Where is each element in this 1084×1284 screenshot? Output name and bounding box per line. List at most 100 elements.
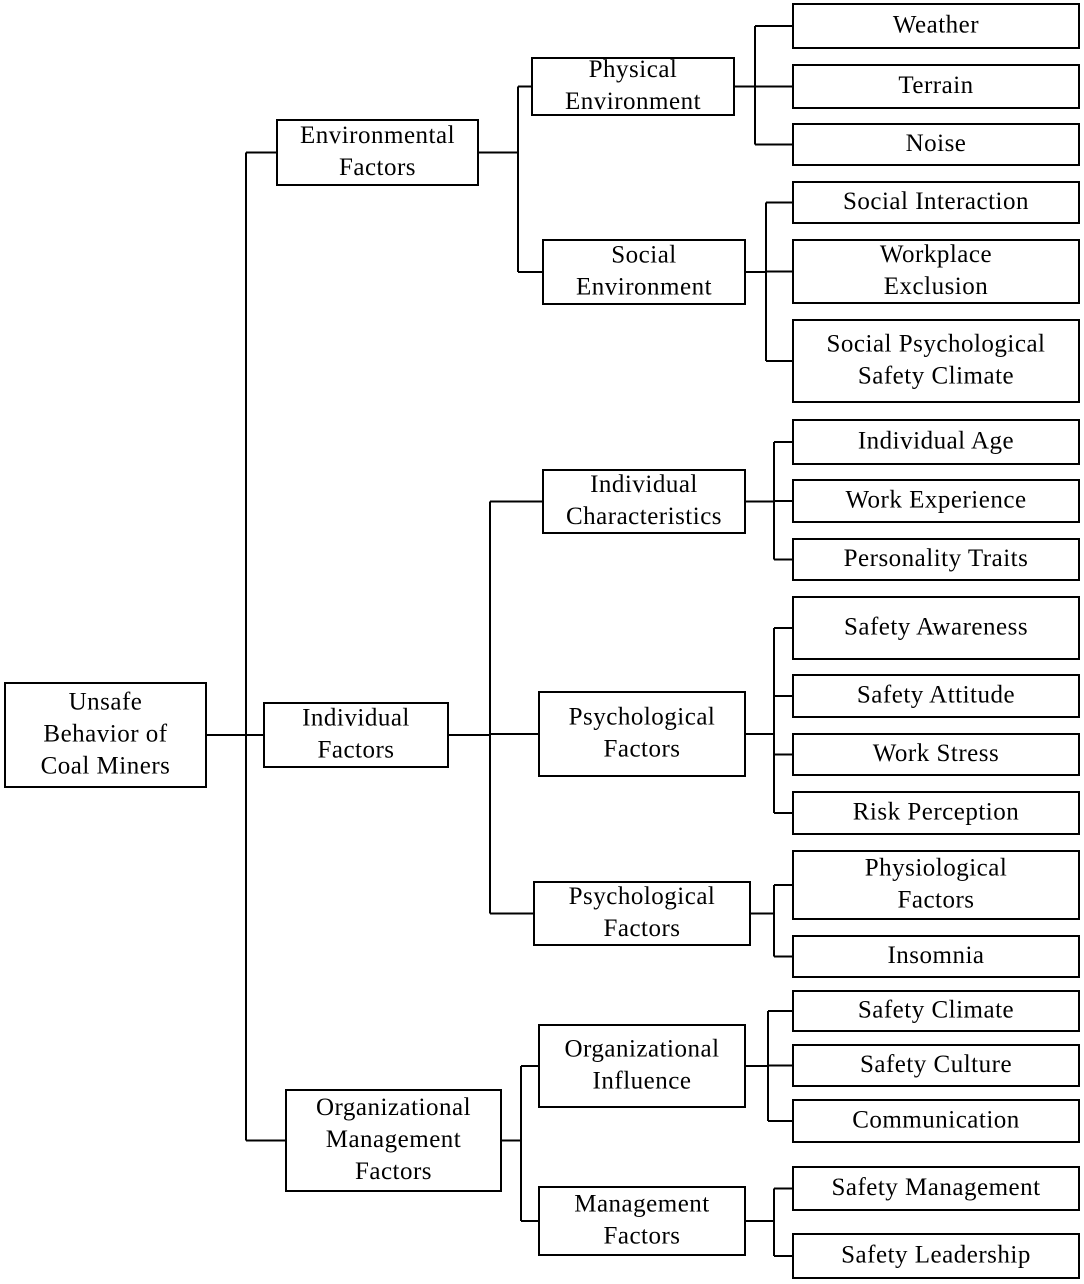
node-label: Risk Perception	[853, 799, 1020, 826]
node-box	[792, 850, 1080, 920]
node-label: Safety Leadership	[841, 1242, 1031, 1269]
node-box	[792, 596, 1080, 660]
node-box	[792, 935, 1080, 978]
node-box	[792, 479, 1080, 523]
node-label: Organizational	[564, 1036, 719, 1063]
node-label: Safety Attitude	[857, 682, 1015, 709]
node-label: Social Interaction	[843, 188, 1029, 215]
node-label: Individual Age	[858, 428, 1014, 455]
node-work-exp: Work Experience	[792, 479, 1080, 523]
node-box	[792, 239, 1080, 304]
node-saf-att: Safety Attitude	[792, 674, 1080, 718]
connectors	[206, 25, 793, 1257]
node-box	[533, 881, 751, 946]
node-ind-age: Individual Age	[792, 419, 1080, 465]
node-box	[4, 682, 207, 788]
node-label: Communication	[852, 1107, 1020, 1134]
node-label: Characteristics	[566, 503, 722, 530]
node-label: Environment	[576, 274, 712, 301]
node-label: Work Stress	[873, 740, 999, 767]
node-box	[792, 1233, 1080, 1279]
node-label: Management	[326, 1126, 462, 1153]
node-box	[538, 1024, 746, 1108]
node-label: Workplace	[880, 241, 992, 268]
node-label: Social Psychological	[827, 331, 1046, 358]
node-saf-clim: Safety Climate	[792, 990, 1080, 1032]
node-label: Terrain	[898, 72, 973, 99]
node-box	[792, 990, 1080, 1032]
node-box	[276, 119, 479, 186]
node-box	[792, 319, 1080, 403]
node-box	[792, 1099, 1080, 1143]
node-label: Safety Awareness	[844, 614, 1028, 641]
node-saf-aware: Safety Awareness	[792, 596, 1080, 660]
node-box	[263, 702, 449, 768]
node-box	[792, 538, 1080, 581]
node-label: Individual	[302, 705, 410, 732]
node-noise: Noise	[792, 123, 1080, 166]
node-label: Social	[611, 242, 677, 269]
node-box	[792, 3, 1080, 49]
node-box	[531, 57, 735, 116]
connector-psy2	[750, 884, 793, 958]
connector-soc-env	[745, 201, 793, 362]
node-label: Environmental	[300, 122, 455, 149]
node-label: Safety Culture	[860, 1051, 1012, 1078]
node-label: Factors	[897, 887, 974, 914]
node-label: Influence	[593, 1068, 692, 1095]
node-label: Individual	[590, 471, 698, 498]
node-label: Factors	[603, 915, 680, 942]
connector-phys-env	[734, 25, 793, 146]
node-box	[792, 674, 1080, 718]
node-box	[538, 691, 746, 777]
node-terrain: Terrain	[792, 64, 1080, 109]
node-label: Noise	[906, 130, 967, 157]
node-label: Safety Climate	[858, 363, 1014, 390]
node-label: Psychological	[569, 883, 716, 910]
node-label: Factors	[317, 737, 394, 764]
connector-ind-char	[745, 441, 793, 561]
node-label: Safety Climate	[858, 997, 1014, 1024]
connector-root	[206, 151, 286, 1142]
node-box	[792, 64, 1080, 109]
node-label: Personality Traits	[844, 545, 1029, 572]
node-label: Weather	[893, 12, 979, 39]
node-label: Organizational	[316, 1094, 471, 1121]
node-label: Exclusion	[884, 273, 989, 300]
node-label: Factors	[603, 736, 680, 763]
node-box	[792, 419, 1080, 465]
node-box	[792, 181, 1080, 224]
node-saf-cult: Safety Culture	[792, 1044, 1080, 1087]
node-box	[792, 123, 1080, 166]
connector-psy1	[745, 627, 793, 814]
node-pers: Personality Traits	[792, 538, 1080, 581]
connector-org	[501, 1065, 539, 1222]
node-work-stress: Work Stress	[792, 733, 1080, 776]
node-label: Factors	[339, 154, 416, 181]
node-box	[792, 791, 1080, 835]
node-box	[542, 239, 746, 305]
node-label: Safety Management	[831, 1174, 1040, 1201]
node-label: Work Experience	[845, 487, 1026, 514]
node-label: Physiological	[865, 855, 1008, 882]
node-label: Management	[574, 1191, 710, 1218]
node-comm: Communication	[792, 1099, 1080, 1143]
node-box	[285, 1089, 502, 1192]
connector-indiv	[448, 500, 543, 915]
node-label: Behavior of	[43, 721, 167, 748]
node-soc-int: Social Interaction	[792, 181, 1080, 224]
node-box	[792, 1044, 1080, 1087]
node-box	[792, 1166, 1080, 1211]
node-label: Physical	[589, 56, 678, 83]
node-label: Psychological	[569, 704, 716, 731]
